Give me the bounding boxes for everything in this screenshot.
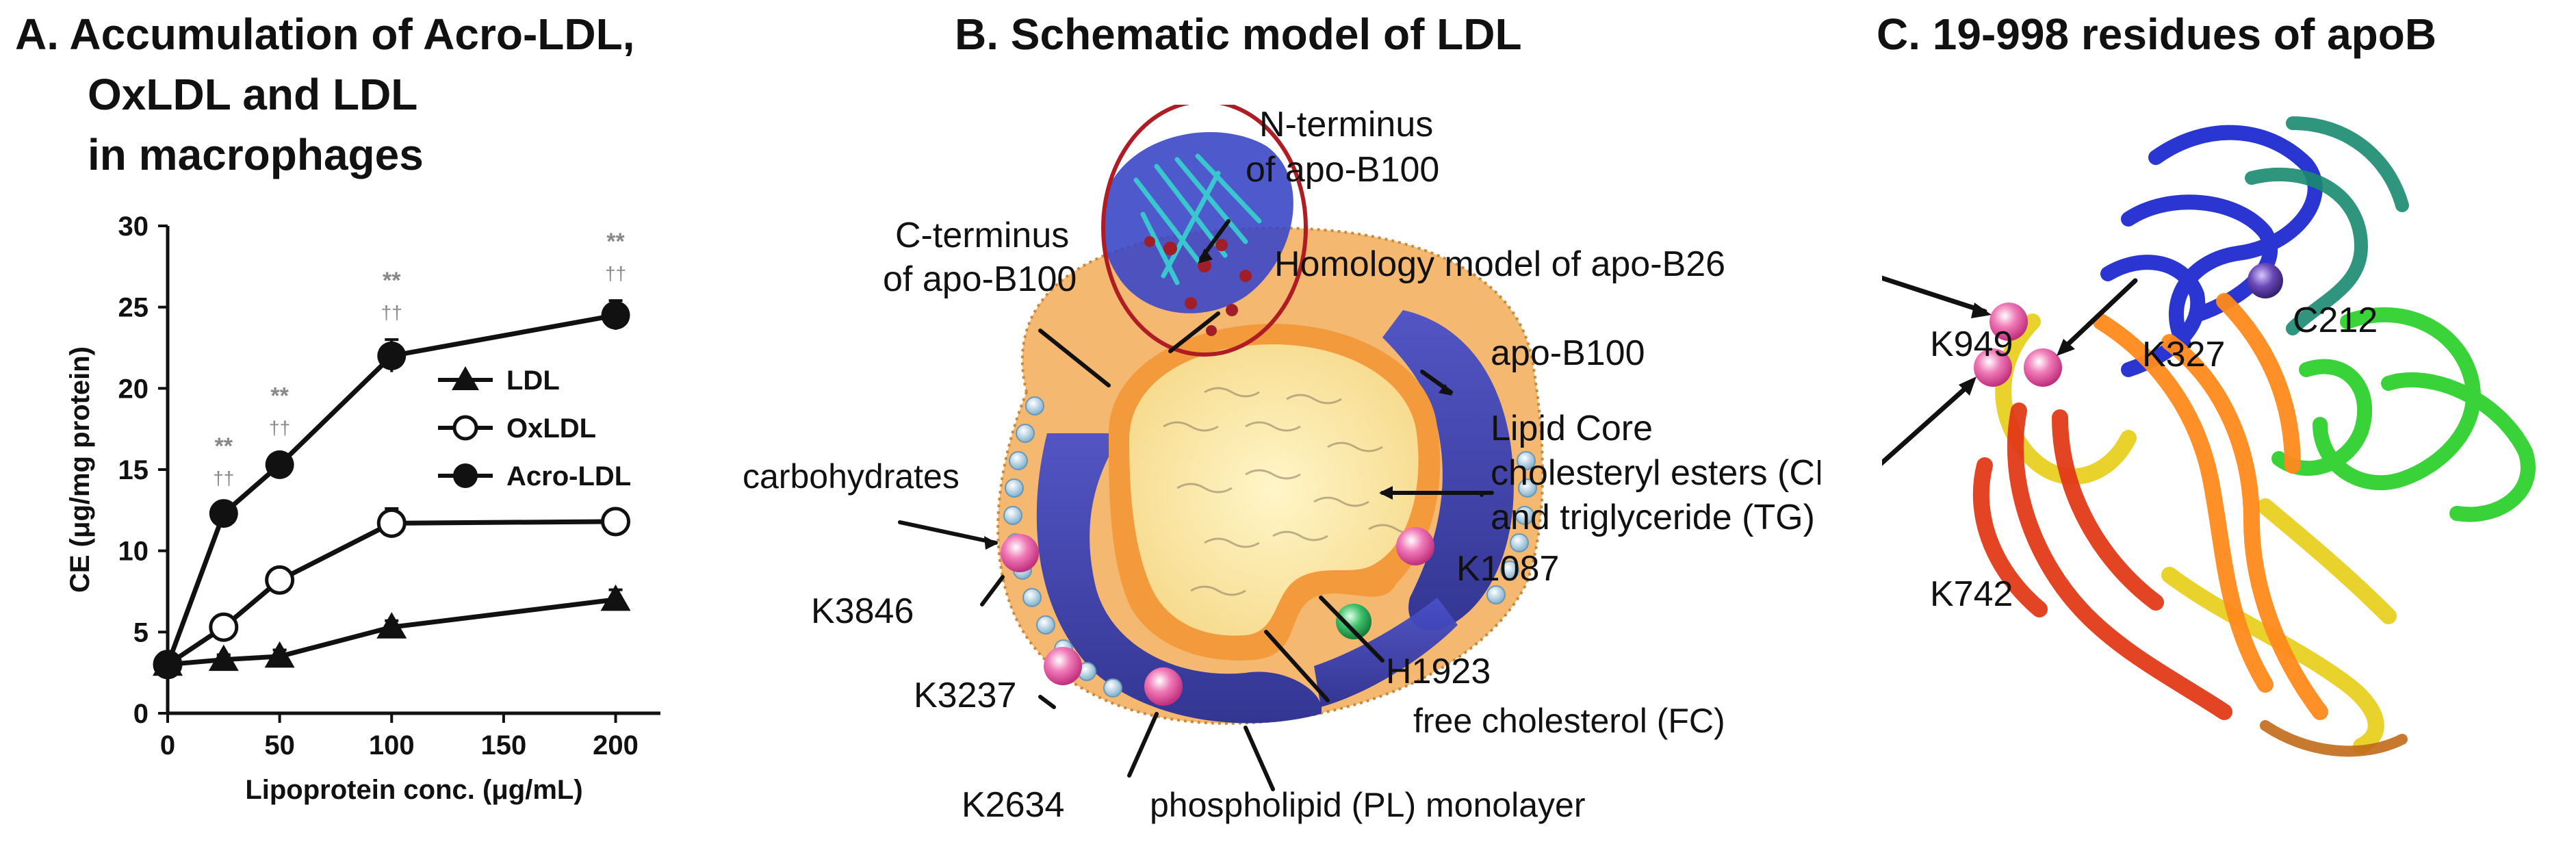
- site-k3237: [1044, 647, 1082, 685]
- legend-label-LDL: LDL: [506, 366, 560, 396]
- label-k1087: K1087: [1456, 549, 1559, 589]
- label-k327: K327: [2142, 335, 2225, 374]
- site-k2634: [1144, 667, 1183, 706]
- significance-stars: **: [383, 268, 401, 294]
- legend-label-Acro-LDL: Acro-LDL: [506, 461, 631, 491]
- label-n-terminus-2: of apo-B100: [1246, 150, 1439, 190]
- label-carbohydrates: carbohydrates: [743, 457, 959, 496]
- site-k742: [1974, 348, 2012, 387]
- y-tick-label: 25: [118, 293, 149, 323]
- significance-stars: **: [215, 433, 233, 459]
- data-point-Acro-LDL: [377, 341, 407, 370]
- data-point-LDL: [600, 584, 631, 611]
- label-arrows: [898, 219, 1494, 791]
- lipid-core: [1109, 324, 1441, 661]
- panel-c-arrows: [1882, 275, 2138, 466]
- x-tick-label: 200: [593, 730, 639, 760]
- label-h1923: H1923: [1386, 652, 1491, 691]
- y-tick-label: 5: [133, 617, 149, 648]
- data-point-LDL: [208, 644, 239, 672]
- significance-daggers: ††: [269, 418, 290, 439]
- site-k949: [1989, 303, 2028, 341]
- data-point-OxLDL: [209, 612, 239, 642]
- significance-daggers: ††: [381, 302, 402, 323]
- significance-daggers: ††: [213, 468, 234, 489]
- label-free-cholesterol: free cholesterol (FC): [1413, 702, 1725, 740]
- label-k2634: K2634: [962, 785, 1064, 825]
- ldl-schematic: N-terminus of apo-B100 C-terminus of apo…: [743, 105, 1820, 825]
- site-k3846: [1001, 534, 1039, 572]
- panel-a-title-line-1: A. Accumulation of Acro-LDL,: [15, 10, 635, 59]
- apo-b26-structure: [1101, 132, 1293, 336]
- data-point-LDL: [264, 641, 295, 668]
- x-tick-label: 0: [160, 730, 175, 760]
- label-c212: C212: [2293, 300, 2378, 340]
- label-homology-model: Homology model of apo-B26: [1274, 244, 1725, 284]
- carbohydrate-beads: [1003, 396, 1537, 698]
- site-k327: [2024, 348, 2062, 387]
- label-k3237: K3237: [914, 676, 1016, 715]
- x-axis-label: Lipoprotein conc. (μg/mL): [245, 775, 582, 805]
- label-apo-b100: apo-B100: [1491, 333, 1645, 373]
- data-point-Acro-LDL: [601, 300, 630, 330]
- data-point-OxLDL: [265, 565, 295, 595]
- legend-marker-Acro-LDL: [453, 463, 478, 488]
- label-lipid-core-1: Lipid Core: [1491, 409, 1653, 448]
- legend-marker-LDL: [452, 366, 479, 390]
- site-h1923: [1336, 604, 1371, 639]
- panel-c-left-labels: K949 K742: [1930, 324, 2013, 614]
- data-point-Acro-LDL: [209, 499, 238, 528]
- ribbon-domains: [1972, 116, 2536, 757]
- data-point-Acro-LDL: [265, 450, 294, 479]
- legend-label-OxLDL: OxLDL: [506, 413, 596, 444]
- y-tick-label: 20: [118, 374, 149, 404]
- significance-daggers: ††: [605, 263, 626, 284]
- data-point-Acro-LDL: [153, 650, 182, 679]
- y-tick-label: 10: [118, 537, 149, 567]
- apo-b100-band: [1036, 310, 1514, 724]
- label-k742: K742: [1930, 574, 2013, 614]
- apo-b26-highlight-ellipse: [1101, 105, 1308, 357]
- label-lipid-core-3: and triglyceride (TG): [1491, 498, 1815, 537]
- x-tick-label: 50: [264, 730, 295, 760]
- y-tick-label: 30: [118, 212, 149, 242]
- panel-a-title-line-3: in macrophages: [88, 130, 424, 179]
- panel-c-arrow-heads: [1959, 303, 2075, 396]
- apob-ribbon-structure: C212 K327: [1882, 116, 2536, 757]
- arrow-heads: [984, 248, 1452, 550]
- site-c212: [2247, 263, 2283, 298]
- label-phospholipid-monolayer: phospholipid (PL) monolayer: [1150, 786, 1585, 824]
- series-line-OxLDL: [166, 519, 616, 667]
- x-tick-label: 100: [369, 730, 415, 760]
- significance-stars: **: [270, 383, 289, 409]
- significance-stars: **: [606, 229, 625, 255]
- y-tick-label: 0: [133, 699, 149, 729]
- data-point-OxLDL: [601, 507, 631, 537]
- label-k949: K949: [1930, 324, 2013, 364]
- data-point-OxLDL: [376, 508, 407, 538]
- label-lipid-core-2: cholesteryl esters (CE): [1491, 453, 1820, 493]
- panel-b-title: B. Schematic model of LDL: [955, 10, 1522, 59]
- legend-marker-OxLDL: [452, 415, 478, 441]
- site-k1087: [1396, 527, 1434, 565]
- data-point-LDL: [376, 612, 407, 639]
- label-c-terminus-2: of apo-B100: [883, 259, 1077, 299]
- label-n-terminus-1: N-terminus: [1259, 105, 1433, 144]
- panel-c-title: C. 19-998 residues of apoB: [1877, 10, 2437, 59]
- label-k3846: K3846: [811, 591, 914, 631]
- label-c-terminus-1: C-terminus: [895, 216, 1069, 255]
- x-tick-label: 150: [481, 730, 527, 760]
- y-axis-label: CE (μg/mg protein): [65, 346, 95, 593]
- y-tick-label: 15: [118, 455, 149, 485]
- panel-a-title-line-2: OxLDL and LDL: [88, 70, 418, 119]
